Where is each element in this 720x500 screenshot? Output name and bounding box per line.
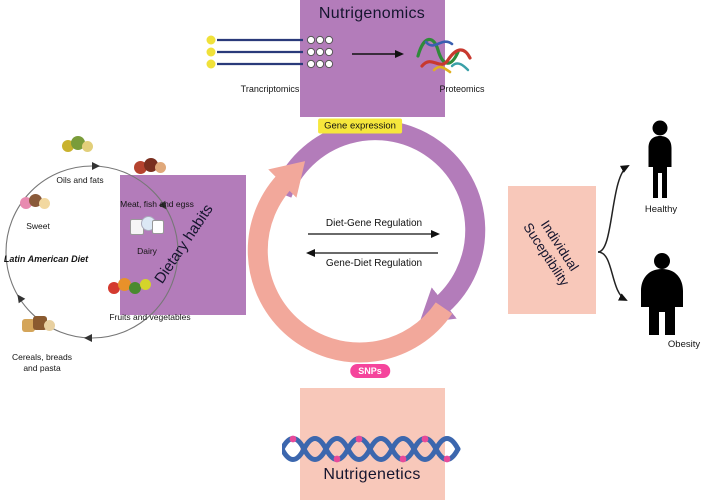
fruits-vegetables-icon xyxy=(108,278,160,296)
nutrigenomics-title: Nutrigenomics xyxy=(318,5,426,22)
obesity-label: Obesity xyxy=(667,339,701,350)
transcriptomics-icon xyxy=(206,35,334,69)
healthy-label: Healthy xyxy=(644,204,678,215)
sweet-label: Sweet xyxy=(26,221,50,231)
transcriptomics-label: Trancriptomics xyxy=(240,84,300,94)
dna-helix-icon xyxy=(282,435,461,463)
gene-diet-regulation-label: Gene-Diet Regulation xyxy=(325,258,423,269)
snps-badge: SNPs xyxy=(350,364,390,378)
gene-expression-badge: Gene expression xyxy=(318,118,402,134)
nutrigenomics-panel xyxy=(300,0,445,117)
oils-and-fats-label: Oils and fats xyxy=(56,175,104,185)
diet-gene-regulation-label: Diet-Gene Regulation xyxy=(325,218,423,229)
dairy-label: Dairy xyxy=(137,246,157,256)
healthy-person-silhouette xyxy=(648,120,672,198)
meat-fish-eggs-icon xyxy=(134,158,168,176)
obese-person-silhouette xyxy=(641,253,683,335)
cereals-breads-pasta-icon xyxy=(22,316,56,334)
dairy-icon xyxy=(130,216,164,235)
proteomics-label: Proteomics xyxy=(439,84,485,94)
sweet-icon xyxy=(20,194,54,212)
meat-fish-eggs-label: Meat, fish and egss xyxy=(120,199,194,209)
oils-and-fats-icon xyxy=(62,136,96,154)
outcome-bracket-top xyxy=(597,165,630,253)
latin-american-diet-label: Latin American Diet xyxy=(3,254,89,264)
proteomics-icon xyxy=(416,37,472,74)
outcome-bracket-bottom xyxy=(597,251,628,301)
cereals-breads-pasta-label: Cereals, breads and pasta xyxy=(11,352,72,373)
nutrigenetics-title: Nutrigenetics xyxy=(323,466,421,483)
individual-susceptibility-panel xyxy=(508,186,596,314)
fruits-vegetables-label: Fruits and vegetables xyxy=(109,312,191,322)
